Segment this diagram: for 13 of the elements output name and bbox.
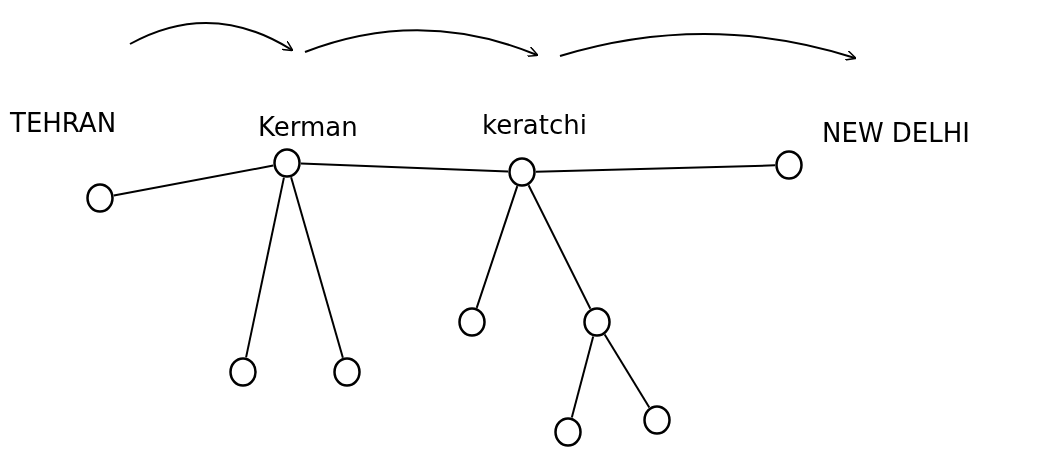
city-label: NEW DELHI <box>822 118 970 148</box>
connector-line <box>527 184 592 310</box>
city-label: TEHRAN <box>10 108 117 138</box>
connector-line <box>535 164 776 173</box>
city-label: Kerman <box>258 112 358 142</box>
connector-line <box>245 176 285 359</box>
connector-line <box>112 164 275 197</box>
connector-line <box>300 162 509 173</box>
connector-line <box>475 185 519 309</box>
city-label: keratchi <box>482 110 587 140</box>
connector-line <box>603 333 651 409</box>
connector-line <box>290 176 344 359</box>
connector-line <box>570 335 595 419</box>
